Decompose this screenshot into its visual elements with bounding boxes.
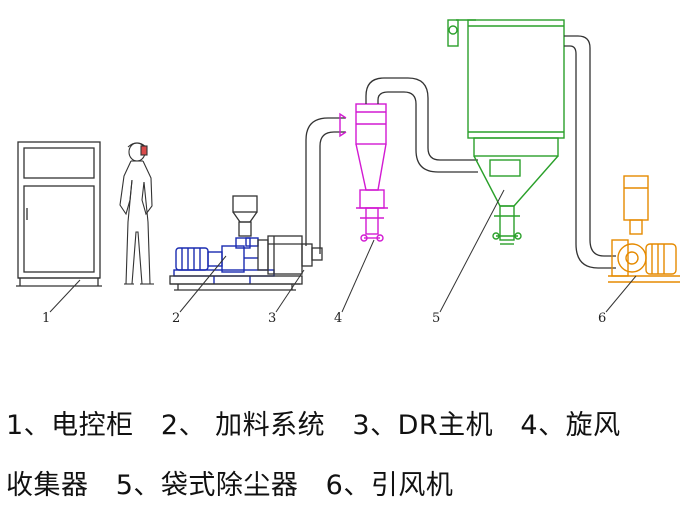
- leader-line-2: [179, 255, 227, 313]
- bag-filter-collector: [447, 19, 565, 245]
- leader-line-6: [605, 275, 637, 313]
- leader-line-5: [439, 189, 505, 313]
- pipe-grinder-to-cyclone: [305, 117, 346, 254]
- pipe-cyclone-to-baghouse: [365, 77, 478, 173]
- leader-lines: [49, 189, 637, 313]
- leader-line-3: [275, 269, 305, 313]
- callout-6: 6: [598, 311, 606, 326]
- feeding-system: [173, 237, 275, 284]
- leader-line-4: [341, 239, 375, 313]
- legend-caption-line-2: 收集器 5、袋式除尘器 6、引风机: [6, 470, 454, 501]
- callout-4: 4: [334, 311, 342, 326]
- operator-figure: [119, 142, 154, 285]
- leader-line-1: [49, 279, 81, 313]
- process-flow-diagram: 1 2 3 4 5 6: [16, 19, 680, 326]
- callout-2: 2: [172, 311, 180, 326]
- callout-1: 1: [42, 311, 50, 326]
- induced-draft-fan: [608, 175, 680, 283]
- legend-caption-line-1: 1、电控柜 2、 加料系统 3、DR主机 4、旋风: [6, 410, 621, 441]
- cyclone-collector: [339, 103, 388, 242]
- callout-3: 3: [268, 311, 276, 326]
- dr-main-machine: [169, 195, 323, 291]
- pipe-baghouse-to-fan: [564, 35, 616, 269]
- callout-5: 5: [432, 311, 440, 326]
- electrical-cabinet: [16, 141, 102, 287]
